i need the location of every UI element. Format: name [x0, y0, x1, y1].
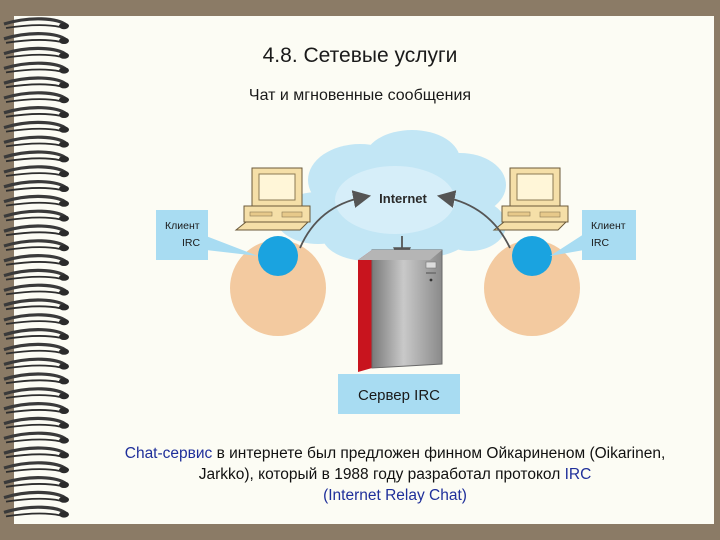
right-client-callout [550, 210, 636, 260]
right-user-head [512, 236, 552, 276]
spiral-ring [3, 313, 69, 326]
spiral-ring [3, 106, 69, 119]
spiral-ring [3, 328, 69, 340]
caption-irc: IRC [564, 466, 592, 483]
spiral-ring [3, 91, 69, 104]
right-client [484, 167, 580, 336]
caption-irc-expansion: (Internet Relay Chat) [323, 487, 467, 504]
spiral-ring [3, 165, 69, 178]
spiral-ring [3, 254, 69, 266]
caption: Chat-сервис в интернете был предложен фи… [100, 443, 690, 506]
spiral-ring [3, 46, 69, 59]
spiral-ring [3, 387, 69, 400]
spiral-ring [3, 431, 69, 444]
spiral-ring [3, 476, 69, 488]
internet-label: Internet [379, 191, 427, 206]
spiral-ring [3, 135, 69, 148]
spiral-ring [3, 180, 69, 192]
left-computer-icon [234, 167, 311, 231]
spiral-ring [3, 490, 69, 503]
left-client [230, 167, 326, 336]
right-computer-icon [492, 167, 569, 231]
spiral-ring [3, 357, 69, 370]
spiral-ring [3, 402, 69, 414]
right-arrow [436, 190, 511, 249]
spiral-ring [3, 209, 69, 222]
left-client-label-line1: Клиент [165, 220, 200, 232]
right-client-label-line1: Клиент [591, 220, 626, 232]
right-client-label-line2: IRC [591, 237, 610, 249]
spiral-ring [3, 61, 69, 74]
spiral-ring [3, 17, 69, 30]
slide-title: 4.8. Сетевые услуги [262, 44, 458, 67]
spiral-ring [3, 298, 69, 311]
spiral-ring [3, 505, 69, 518]
spiral-ring [3, 372, 69, 385]
spiral-ring [3, 416, 69, 429]
spiral-ring [3, 461, 69, 474]
left-user-head [258, 236, 298, 276]
spiral-ring [3, 268, 69, 281]
spiral-ring [3, 76, 69, 89]
spiral-ring [3, 446, 69, 459]
server-label: Сервер IRC [358, 387, 440, 404]
spiral-ring [3, 120, 69, 133]
spiral-ring [3, 194, 69, 207]
left-client-callout [156, 210, 258, 260]
spiral-ring [3, 283, 69, 296]
caption-body: в интернете был предложен финном Ойкарин… [198, 445, 666, 483]
spiral-ring [3, 342, 69, 355]
slide-subtitle: Чат и мгновенные сообщения [248, 87, 472, 104]
caption-chat-service: Chat-сервис [124, 445, 213, 462]
server-icon [358, 249, 443, 372]
left-client-label-line2: IRC [182, 237, 201, 249]
spiral-ring [3, 150, 69, 163]
left-arrow [299, 190, 372, 249]
spiral-ring [3, 239, 69, 252]
right-user-body [484, 240, 580, 336]
server-label-box [338, 374, 460, 414]
left-user-body [230, 240, 326, 336]
spiral-ring [3, 224, 69, 237]
spiral-ring [3, 32, 69, 44]
